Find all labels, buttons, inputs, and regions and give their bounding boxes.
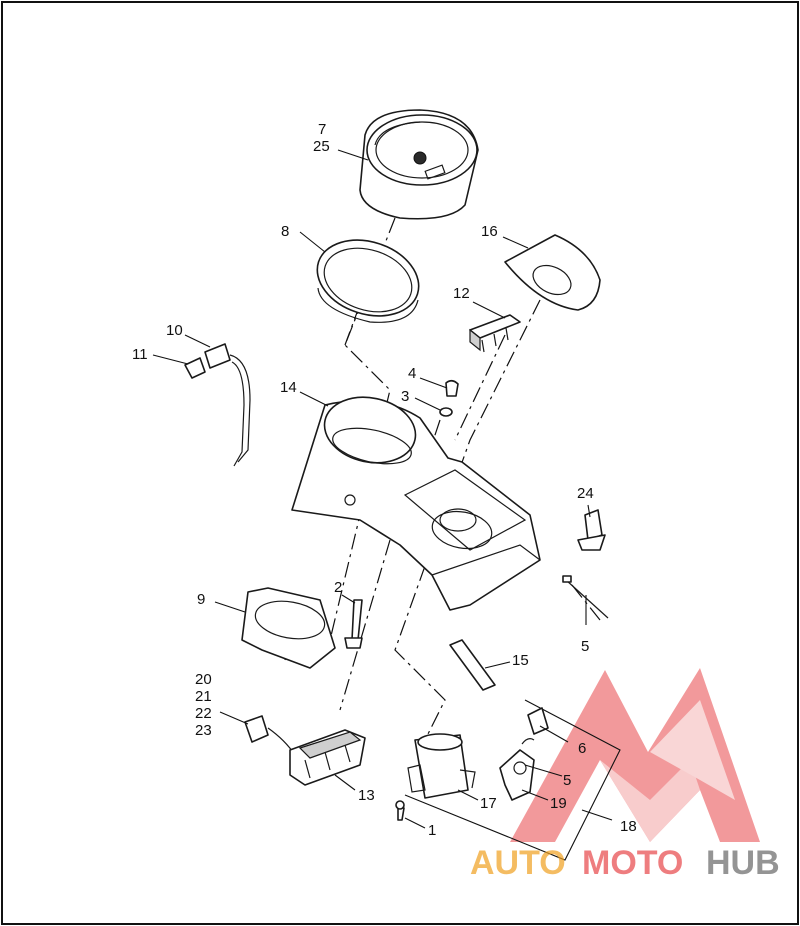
callout-14: 14: [280, 379, 297, 396]
callout-22: 22: [195, 705, 212, 722]
screw-washer-3-4: [439, 379, 459, 417]
callout-labels: 7 25 8 16 12 10 11 4 3 14 24 2 9 5 15 20…: [132, 121, 637, 839]
callout-16: 16: [481, 223, 498, 240]
leader-lines: [152, 149, 613, 829]
callout-3: 3: [401, 388, 409, 405]
cable-tie-5: [562, 575, 609, 619]
bolt-2: [344, 599, 363, 649]
callout-17: 17: [480, 795, 497, 812]
gauge-ring: [316, 239, 420, 323]
watermark-text: AUTO MOTO HUB: [470, 844, 780, 882]
callout-10: 10: [166, 322, 183, 339]
watermark-hub: HUB: [706, 844, 780, 882]
callout-13: 13: [358, 787, 375, 804]
callout-24: 24: [577, 485, 594, 502]
switch-module-13: [289, 729, 366, 786]
callout-5-upper: 5: [581, 638, 589, 655]
callout-8: 8: [281, 223, 289, 240]
callout-19: 19: [550, 795, 567, 812]
bulb-socket-10-11: [184, 343, 251, 467]
screw-1: [395, 800, 405, 821]
callout-12: 12: [453, 285, 470, 302]
callout-6: 6: [578, 740, 586, 757]
callout-9: 9: [197, 591, 205, 608]
callout-21: 21: [195, 688, 212, 705]
callout-15: 15: [512, 652, 529, 669]
ignition-switch-17: [407, 733, 476, 799]
gasket-16: [504, 234, 601, 311]
watermark-moto: MOTO: [582, 844, 683, 882]
callout-5-lower: 5: [563, 772, 571, 789]
callout-1: 1: [428, 822, 436, 839]
callout-20: 20: [195, 671, 212, 688]
console-housing-14: [291, 396, 541, 611]
callout-25: 25: [313, 138, 330, 155]
gauge-mount-9: [241, 587, 336, 669]
clip-24: [577, 509, 606, 551]
callout-2: 2: [334, 579, 342, 596]
connector-20-23: [244, 715, 296, 756]
indicator-bar-12: [469, 314, 521, 353]
callout-11: 11: [132, 346, 148, 363]
watermark-auto: AUTO: [470, 844, 566, 882]
callout-7: 7: [318, 121, 326, 138]
callout-18: 18: [620, 818, 637, 835]
callout-4: 4: [408, 365, 416, 382]
watermark-logo: [510, 668, 760, 842]
strip-15: [449, 639, 496, 691]
gauge-assembly: [359, 109, 479, 220]
callout-23: 23: [195, 722, 212, 739]
key-assembly-6-5-19: [499, 707, 549, 801]
